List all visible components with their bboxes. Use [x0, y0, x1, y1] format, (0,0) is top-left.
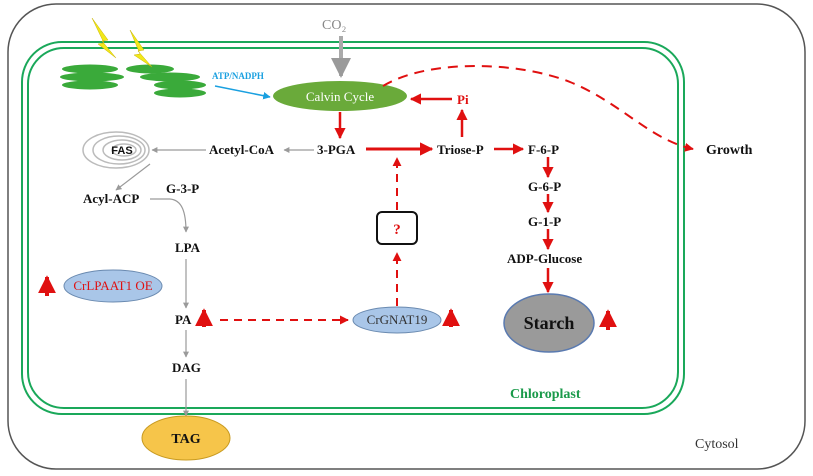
fas-spiral-icon [82, 131, 150, 169]
fas-to-acyl-acp-arrow [115, 163, 151, 191]
crgnat19-label: CrGNAT19 [367, 312, 428, 327]
starch-label: Starch [524, 313, 575, 333]
crlpaat1-label: CrLPAAT1 OE [73, 278, 152, 293]
atp-nadph-label: ATP/NADPH [212, 71, 264, 81]
growth-label: Growth [706, 143, 753, 158]
thylakoid-stack-icon [60, 64, 206, 98]
acetyl-coa-label: Acetyl-CoA [209, 142, 275, 157]
f6p-label: F-6-P [528, 142, 559, 157]
g3p-to-lpa-arrow [169, 198, 189, 233]
crgnat19-node [352, 306, 442, 334]
tag-node [141, 415, 231, 461]
adp-glucose-label: ADP-Glucose [507, 251, 582, 266]
g1p-label: G-1-P [528, 214, 561, 229]
pi-label: Pi [457, 92, 469, 107]
cytosol-label: Cytosol [695, 437, 739, 452]
chloroplast-outer-membrane [21, 41, 685, 415]
atp-nadph-arrow [214, 85, 271, 100]
starch-node [503, 293, 595, 353]
lightning-bolt-icon [91, 17, 117, 59]
calvin-cycle-label: Calvin Cycle [306, 89, 374, 104]
pga-label: 3-PGA [317, 142, 356, 157]
chloroplast-inner-membrane [27, 47, 679, 409]
tag-label: TAG [171, 432, 200, 447]
chloroplast-label: Chloroplast [510, 387, 581, 402]
pa-label: PA [175, 312, 192, 327]
calvin-to-growth-dashed-arrow [382, 65, 694, 152]
dag-label: DAG [172, 360, 201, 375]
calvin-cycle-node [273, 81, 407, 111]
g6p-label: G-6-P [528, 179, 561, 194]
lpa-label: LPA [175, 240, 201, 255]
triose-p-label: Triose-P [437, 142, 484, 157]
co2-label: CO₂ [322, 18, 346, 33]
acyl-acp-label: Acyl-ACP [83, 191, 139, 206]
fas-label: FAS [111, 145, 132, 157]
question-label: ? [393, 222, 401, 238]
lightning-bolt-icon [129, 29, 153, 68]
g3p-label: G-3-P [166, 181, 199, 196]
crlpaat1-node [63, 269, 163, 303]
unknown-step-box [376, 211, 418, 245]
